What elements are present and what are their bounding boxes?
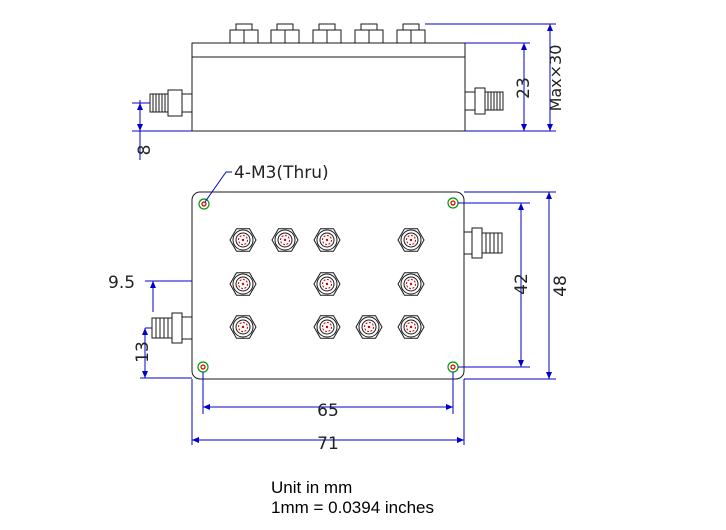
top-connector [354, 23, 384, 44]
hex-connector [229, 315, 257, 339]
top-view [151, 191, 503, 380]
hex-connector [397, 272, 425, 296]
top-connector [396, 23, 426, 44]
hex-connector [313, 272, 341, 296]
hex-connector [355, 315, 383, 339]
side-right-sma-connector [464, 87, 504, 115]
top-left-sma-connector [151, 312, 193, 344]
hex-connector [313, 315, 341, 339]
side-top-connectors [229, 23, 426, 44]
conversion-note: 1mm = 0.0394 inches [271, 498, 435, 517]
hex-connector [313, 228, 341, 252]
side-body [191, 42, 466, 132]
mount-hole [198, 198, 210, 210]
unit-note: Unit in mm [271, 478, 353, 497]
side-left-sma-connector [149, 89, 193, 117]
label-mount-holes: 4-M3(Thru) [234, 163, 329, 183]
hex-connector [397, 315, 425, 339]
mount-hole [447, 197, 459, 209]
dim-hole-spacing-vertical: 42 [512, 273, 532, 295]
top-connector [312, 23, 342, 44]
top-connector [229, 23, 259, 44]
hex-connector [271, 228, 299, 252]
dim-side-height: 23 [514, 77, 534, 99]
top-hex-connectors [229, 228, 425, 339]
hex-connector [229, 272, 257, 296]
side-view [149, 23, 504, 132]
dim-left-offset-upper: 9.5 [108, 273, 135, 293]
dim-hole-spacing-horizontal: 65 [317, 401, 339, 421]
mount-hole [197, 361, 209, 373]
top-body [191, 191, 465, 380]
dim-side-max: Max×30 [546, 45, 565, 112]
hex-connector [229, 228, 257, 252]
top-connector [270, 23, 300, 44]
dim-overall-width: 71 [317, 434, 339, 454]
dim-left-offset-lower: 13 [133, 341, 153, 363]
dim-side-offset: 8 [135, 145, 155, 156]
dim-overall-height: 48 [551, 275, 571, 297]
top-right-sma-connector [463, 227, 503, 259]
hex-connector [397, 228, 425, 252]
top-dimensions [140, 171, 556, 445]
mounting-holes [197, 197, 459, 373]
mount-hole [447, 361, 459, 373]
